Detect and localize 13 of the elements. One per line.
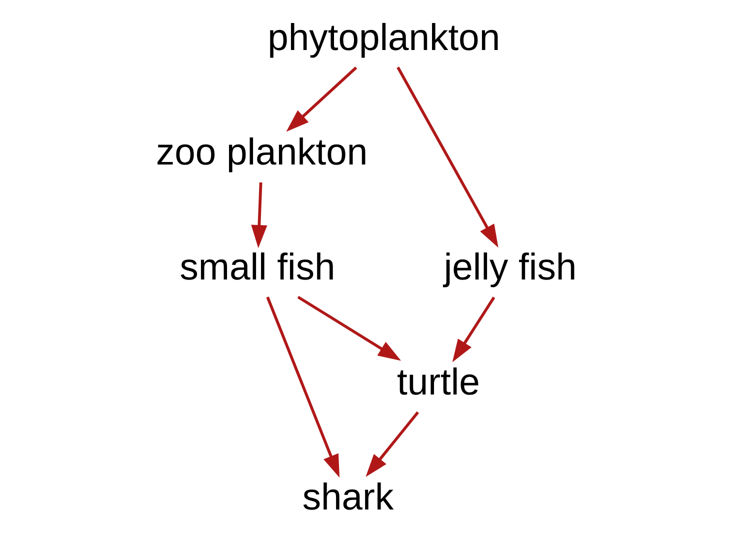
node-text: shark	[302, 475, 394, 518]
arrow	[266, 296, 340, 478]
arrow	[250, 182, 267, 248]
node-text: zoo plankton	[155, 130, 368, 173]
arrow	[396, 66, 498, 248]
node-text: turtle	[396, 360, 480, 402]
arrow	[286, 66, 357, 132]
node-text: phytoplankton	[267, 16, 500, 58]
node-text: small fish	[179, 246, 335, 288]
arrow	[452, 296, 495, 362]
node-text: jelly fish	[443, 246, 576, 288]
arrow	[296, 296, 401, 361]
arrow	[365, 411, 419, 477]
